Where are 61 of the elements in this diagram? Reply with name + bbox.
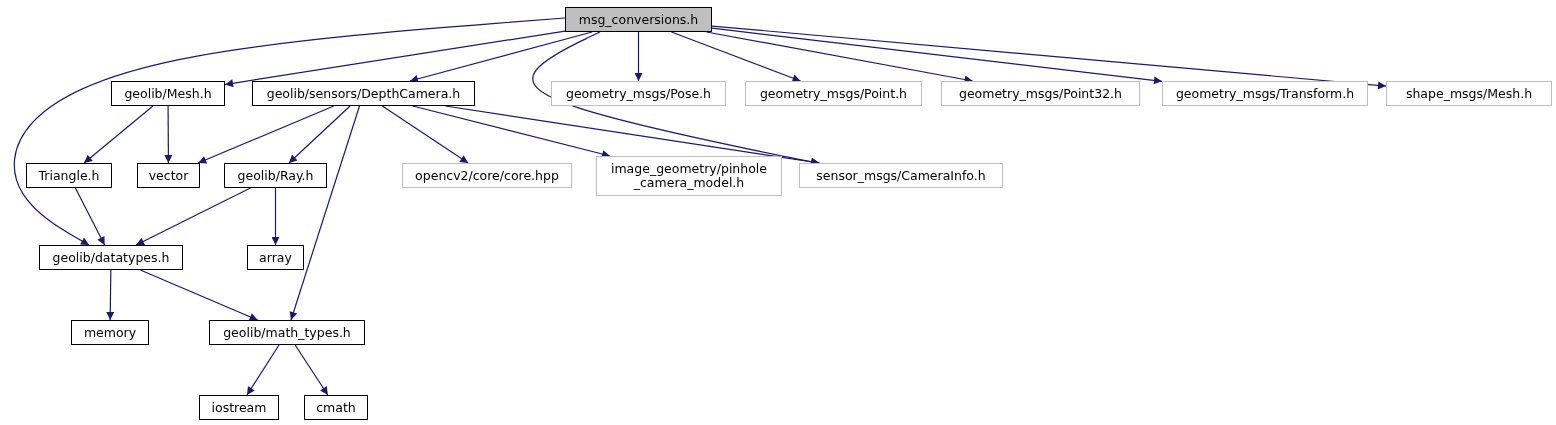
file-name: geolib/Mesh.h [124, 86, 212, 101]
file-box [71, 320, 149, 345]
arrow [164, 105, 173, 164]
file-box [799, 163, 1003, 188]
file-box [565, 7, 712, 32]
file-box [137, 163, 200, 188]
arrow [13, 17, 566, 246]
arrow [135, 187, 251, 246]
file-name: geometry_msgs/Point32.h [959, 86, 1122, 101]
file-box [304, 395, 368, 420]
file-box [224, 163, 327, 188]
arrow [711, 25, 1387, 90]
file-box [39, 245, 183, 270]
file-box [209, 320, 365, 345]
arrow [74, 187, 106, 246]
arrow [381, 105, 469, 164]
arrow [271, 187, 280, 246]
file-box [941, 81, 1140, 106]
file-name: cmath [316, 400, 356, 415]
file-name: geolib/datatypes.h [52, 250, 170, 265]
file-name: geometry_msgs/Point.h [759, 86, 908, 101]
file-name: sensor_msgs/CameraInfo.h [816, 168, 986, 183]
file-name: memory [83, 325, 137, 340]
file-box [26, 163, 112, 188]
file-name: geolib/sensors/DepthCamera.h [266, 86, 461, 101]
arrow [670, 31, 802, 82]
file-name: geometry_msgs/Pose.h [566, 86, 711, 101]
arrow [139, 269, 259, 321]
arrow [197, 105, 335, 164]
file-name: geometry_msgs/Transform.h [1175, 86, 1355, 101]
file-name: array [259, 250, 292, 265]
arrow [246, 344, 280, 396]
file-name: iostream [211, 400, 267, 415]
file-name: geolib/Ray.h [237, 168, 314, 183]
file-name: geolib/math_types.h [223, 325, 351, 340]
file-box [745, 81, 922, 106]
arrow [224, 30, 566, 88]
file-box [252, 81, 475, 106]
file-box [402, 163, 572, 188]
file-name: shape_msgs/Mesh.h [1405, 86, 1533, 101]
arrow [83, 105, 154, 164]
file-box [111, 81, 225, 106]
arrow [711, 27, 1163, 85]
file-name: opencv2/core/core.hpp [415, 168, 559, 183]
file-box [1386, 81, 1552, 106]
arrow [289, 105, 361, 321]
arrow [412, 105, 611, 158]
file-name: image_geometry/pinhole _camera_model.h [609, 162, 768, 190]
file-name: Triangle.h [38, 168, 100, 183]
arrow [294, 344, 329, 396]
arrow [634, 31, 643, 82]
file-box [199, 395, 279, 420]
file-box [247, 245, 304, 270]
file-box [596, 156, 782, 196]
arrow [409, 31, 593, 83]
file-name: msg_conversions.h [578, 12, 699, 27]
file-box [1162, 81, 1368, 106]
arrow [106, 269, 115, 321]
file-box [551, 81, 726, 106]
file-name: vector [148, 168, 189, 183]
arrow [288, 105, 351, 164]
